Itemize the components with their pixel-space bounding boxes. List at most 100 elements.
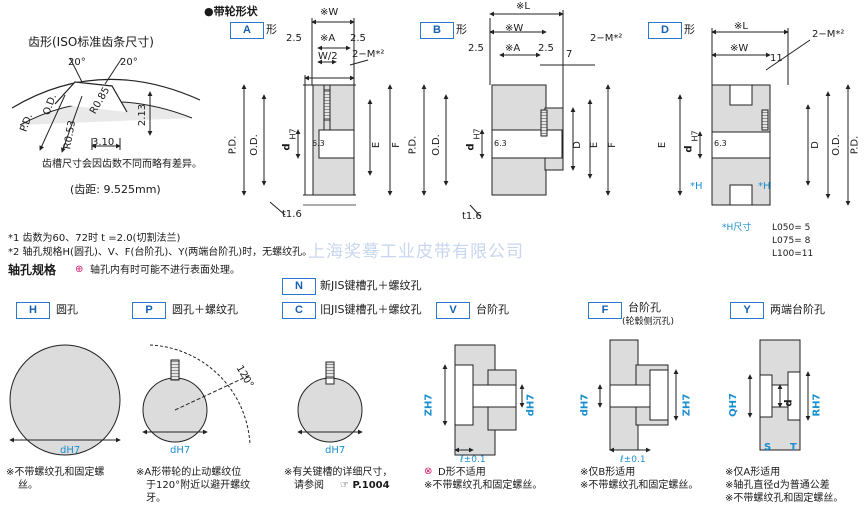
note-2: *2 轴孔规格H(圆孔)、V、F(台阶孔)、Y(两端台阶孔)时，无螺纹孔。 (8, 247, 313, 258)
tooth-note: 齿槽尺寸会因齿数不同而略有差异。 (42, 159, 202, 170)
shaft-v-note1: D形不适用 (438, 467, 486, 478)
shaft-p-dh7: dH7 (170, 445, 191, 456)
shaft-n-name: 新JIS键槽孔＋螺纹孔 (320, 279, 422, 292)
pulley-b-pd: P.D. (407, 135, 419, 155)
angle-right-label: 20° (120, 57, 138, 68)
pulley-b-f: F (606, 142, 618, 148)
pulley-a-w2: W/2 (318, 51, 338, 62)
pulley-a-w: ※W (320, 7, 339, 18)
shaft-v-note2: ※不带螺纹孔和固定螺丝。 (424, 480, 543, 491)
pulley-b-d: d (465, 143, 477, 151)
shaft-p-note1: ※A形带轮的止动螺纹位 (136, 467, 242, 478)
pulley-a-m: 2−M*² (352, 49, 385, 60)
tooth-213-label: 2.13 (137, 103, 149, 127)
shaft-title: 轴孔规格 (8, 263, 57, 277)
shaft-y-t: T (790, 442, 797, 453)
pulley-a-a: ※A (320, 33, 336, 44)
shaft-h-name: 圆孔 (56, 303, 78, 316)
shaft-v-name: 台阶孔 (476, 303, 509, 316)
shaft-caution: 轴孔内有时可能不进行表面处理。 (90, 265, 240, 276)
shaft-f-l01: ℓ±0.1 (620, 455, 646, 465)
pulley-b-25b: 2.5 (538, 43, 554, 54)
pulley-d-c63: 6.3 (714, 139, 727, 148)
tooth-profile-title: 齿形(ISO标准齿条尺寸) (28, 35, 154, 49)
shaft-f-badge: F (588, 302, 622, 319)
shaft-c-note2: 请参阅 (294, 480, 324, 491)
pulley-a-badge: A (230, 22, 264, 39)
shaft-n-badge: N (282, 278, 316, 295)
shaft-y-badge: Y (730, 302, 764, 319)
shaft-c-badge: C (282, 302, 316, 319)
pulley-a-25a: 2.5 (286, 33, 302, 44)
pulley-d-m: 2−M*² (812, 29, 845, 40)
shaft-v-dh7: dH7 (525, 393, 537, 417)
shaft-c-ref[interactable]: ☞ P.1004 (340, 480, 390, 491)
shaft-h-drawing (9, 344, 121, 456)
shaft-y-s: S (764, 442, 772, 453)
pulley-b-e: E (589, 141, 601, 149)
shaft-v-badge: V (436, 302, 470, 319)
shaft-y-d: d (783, 399, 795, 407)
pulley-b-l: ※L (516, 1, 530, 12)
pulley-d-w: ※W (730, 43, 749, 54)
pulley-d-h7: H7 (690, 130, 700, 142)
pulley-b-c63: 6.3 (494, 139, 507, 148)
shaft-h-badge: H (16, 302, 50, 319)
pulley-b-xing: 形 (456, 23, 467, 36)
shaft-v-drawing (442, 344, 525, 456)
shaft-h-note2: 丝。 (18, 480, 38, 491)
tooth-310-label: 3.10 (92, 137, 115, 148)
shaft-y-drawing (747, 339, 811, 451)
shaft-y-note2: ※轴孔直径d为普通公差 (725, 480, 830, 491)
shaft-p-note3: 牙。 (146, 493, 166, 504)
shaft-v-l01: ℓ±0.1 (460, 455, 486, 465)
pulley-a-d: d (281, 143, 293, 151)
shaft-y-qh7: QH7 (727, 393, 739, 417)
shaft-p-name: 圆孔＋螺纹孔 (172, 303, 238, 316)
pulley-a-c63: 6.3 (312, 139, 325, 148)
pulley-b-w: ※W (505, 23, 524, 34)
shaft-p-drawing (142, 344, 251, 446)
shaft-p-badge: P (132, 302, 166, 319)
tooth-profile-drawing (11, 57, 201, 153)
not-applicable-icon: ⊗ (424, 466, 433, 477)
pulley-d-badge: D (648, 22, 682, 39)
pulley-d-h-right: *H (758, 181, 771, 192)
pulley-d-11: 11 (770, 53, 783, 64)
h-size-row-3: L100=11 (772, 249, 814, 259)
pulley-d-h-left: *H (690, 181, 703, 192)
pulley-shape-heading: ●带轮形状 (204, 5, 258, 18)
pulley-d-l: ※L (734, 21, 748, 32)
page-ref-icon: ☞ (340, 480, 353, 491)
watermark: 上海奖蓦工业皮带有限公司 (308, 242, 524, 262)
angle-left-label: 20° (68, 57, 86, 68)
pulley-d-d: d (683, 145, 695, 153)
note-1: *1 齿数为60、72时 t =2.0(切割法兰) (8, 233, 181, 244)
pulley-d-dd: D (809, 141, 821, 149)
pulley-b-drawing (421, 10, 611, 217)
pulley-b-badge: B (420, 22, 454, 39)
shaft-c-name: 旧JIS键槽孔＋螺纹孔 (320, 303, 422, 316)
shaft-v-zh7: ZH7 (423, 393, 435, 417)
pulley-a-h7: H7 (288, 128, 298, 140)
pulley-d-xing: 形 (684, 23, 695, 36)
pulley-d-drawing (677, 28, 851, 206)
pulley-b-h7: H7 (472, 128, 482, 140)
shaft-f-name: 台阶孔 (628, 301, 661, 314)
pulley-a-f: F (390, 142, 402, 148)
shaft-f-note1: ※仅B形适用 (580, 467, 636, 478)
shaft-y-rh7: RH7 (811, 393, 823, 417)
pulley-b-m: 2−M*² (590, 33, 623, 44)
pulley-a-25b: 2.5 (350, 33, 366, 44)
h-size-row-1: L050= 5 (772, 223, 811, 233)
shaft-f-sub: (轮毂侧沉孔) (622, 317, 675, 327)
pulley-d-e: E (657, 141, 669, 149)
shaft-y-note1: ※仅A形适用 (725, 467, 781, 478)
shaft-h-note1: ※不带螺纹孔和固定螺 (6, 467, 105, 478)
pulley-a-t16: t1.6 (282, 209, 302, 220)
pulley-a-xing: 形 (266, 23, 277, 36)
pulley-a-e: E (371, 141, 383, 149)
shaft-f-zh7: ZH7 (681, 393, 693, 417)
shaft-f-drawing (597, 339, 679, 453)
